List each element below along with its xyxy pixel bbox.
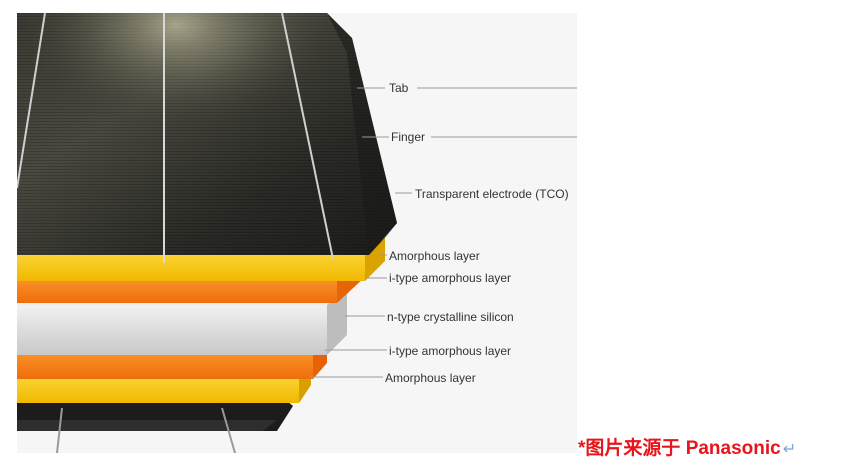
return-icon: ↵ — [782, 441, 797, 458]
image-source-caption: *图片来源于 Panasonic↵ — [578, 437, 796, 462]
amorphous-layer-bottom — [17, 368, 311, 403]
caption-source: Panasonic — [685, 438, 781, 459]
solar-cell-figure: Tab Finger Transparent electrode (TCO) A… — [17, 13, 577, 453]
label-tco: Transparent electrode (TCO) — [415, 187, 569, 201]
back-electrode-layer — [17, 401, 293, 453]
label-amorphous-top: Amorphous layer — [389, 249, 480, 263]
label-finger: Finger — [391, 130, 426, 144]
heterojunction-cell-diagram — [17, 13, 577, 453]
caption-prefix: *图片来源于 — [578, 438, 686, 459]
cell-surface — [17, 13, 397, 263]
tab-lines — [17, 13, 334, 263]
label-i-type-bottom: i-type amorphous layer — [389, 344, 512, 358]
leader-lines — [309, 87, 577, 378]
label-n-type: n-type crystalline silicon — [387, 310, 514, 324]
label-tab: Tab — [389, 81, 409, 95]
label-amorphous-bottom: Amorphous layer — [385, 371, 476, 385]
label-i-type-top: i-type amorphous layer — [389, 271, 512, 285]
